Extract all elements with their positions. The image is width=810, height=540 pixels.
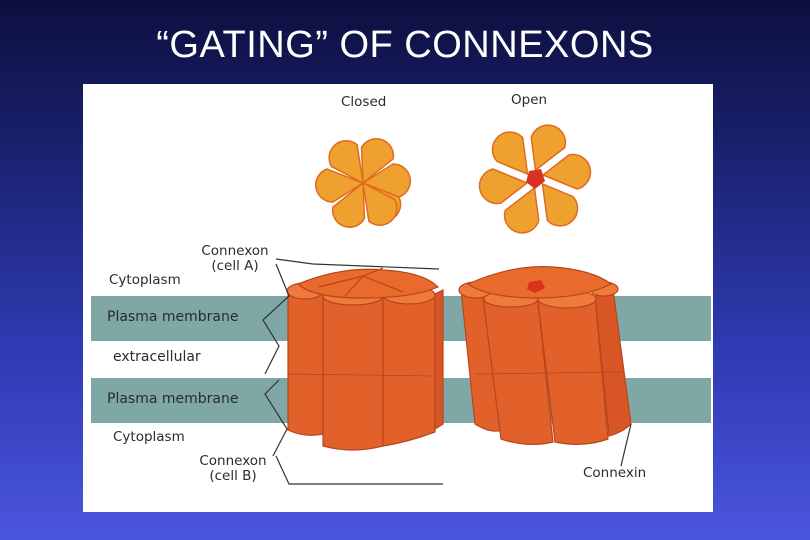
closed-label: Closed bbox=[341, 94, 387, 110]
connexon-cell-a-line1: Connexon bbox=[201, 243, 269, 259]
connexon-cell-a-line2: (cell A) bbox=[211, 258, 259, 274]
connexon-cell-a-label: Connexon (cell A) bbox=[195, 244, 275, 274]
extracellular-label: extracellular bbox=[113, 349, 201, 365]
connexon-brackets bbox=[262, 258, 632, 485]
slide-title: “GATING” OF CONNEXONS bbox=[156, 24, 654, 66]
plasma-membrane-top-label: Plasma membrane bbox=[107, 309, 239, 325]
open-label: Open bbox=[511, 92, 548, 108]
cytoplasm-bottom-label: Cytoplasm bbox=[113, 429, 185, 445]
connexon-figure: Closed Open Connexon (cell A) Cytoplasm … bbox=[83, 84, 713, 512]
connexon-cell-b-label: Connexon (cell B) bbox=[193, 454, 273, 484]
open-pore bbox=[526, 169, 545, 189]
connexin-label: Connexin bbox=[583, 465, 647, 481]
closed-connexon-top-view bbox=[314, 138, 412, 228]
plasma-membrane-bottom-label: Plasma membrane bbox=[107, 391, 239, 407]
connexon-cell-b-line1: Connexon bbox=[199, 453, 267, 469]
connexon-diagram bbox=[91, 124, 711, 485]
open-connexon-top-view bbox=[478, 124, 592, 234]
cytoplasm-top-label: Cytoplasm bbox=[109, 272, 181, 288]
closed-connexon-cylinders bbox=[286, 267, 444, 451]
connexon-cell-b-line2: (cell B) bbox=[209, 468, 257, 484]
open-connexon-cylinders bbox=[458, 266, 632, 445]
